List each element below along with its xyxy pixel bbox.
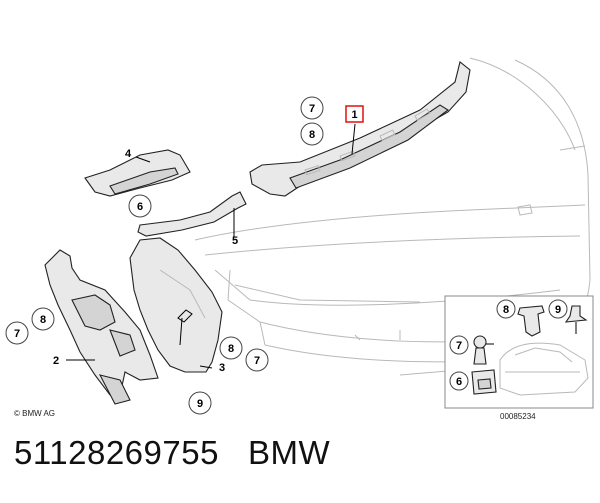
callout-3: 3 xyxy=(219,362,225,374)
svg-text:7: 7 xyxy=(309,103,315,115)
part-2-left-bracket xyxy=(44,249,159,405)
fastener-8-clip: 8 xyxy=(496,299,545,337)
inset-fasteners-box: 8 9 7 6 00085234 xyxy=(444,295,594,421)
svg-text:8: 8 xyxy=(228,343,234,355)
callout-2: 2 xyxy=(53,355,59,367)
callout-7-top: 7 xyxy=(300,96,324,120)
exploded-parts-diagram: 1 4 5 2 3 7 8 6 7 8 8 7 9 © BMW AG xyxy=(5,57,594,421)
brand-name: BMW xyxy=(247,434,331,471)
part-number: 51128269755 xyxy=(14,434,219,471)
part-3-side-shield xyxy=(129,237,223,373)
fastener-9-screw: 9 xyxy=(548,299,588,334)
callout-9-bottom: 9 xyxy=(188,391,212,415)
svg-text:1: 1 xyxy=(351,109,357,121)
callout-5: 5 xyxy=(232,235,238,247)
svg-text:9: 9 xyxy=(555,304,561,316)
callout-6-left: 6 xyxy=(128,194,152,218)
part-1-bumper-support xyxy=(249,61,471,197)
callout-8-left: 8 xyxy=(31,307,55,331)
callout-7-left: 7 xyxy=(5,321,29,345)
svg-text:7: 7 xyxy=(14,328,20,340)
svg-text:8: 8 xyxy=(40,314,46,326)
callout-8-middle: 8 xyxy=(219,336,243,360)
fastener-6-clip-nut: 6 xyxy=(449,369,497,395)
svg-text:6: 6 xyxy=(137,201,143,213)
svg-text:6: 6 xyxy=(456,376,462,388)
fastener-7-rivet: 7 xyxy=(449,335,494,365)
svg-text:8: 8 xyxy=(309,129,315,141)
callout-1: 1 xyxy=(345,105,364,123)
diagram-code: 00085234 xyxy=(500,412,536,421)
part-5-trim-strip xyxy=(137,191,247,237)
svg-text:9: 9 xyxy=(197,398,203,410)
svg-text:8: 8 xyxy=(503,304,509,316)
copyright-text: © BMW AG xyxy=(14,409,55,418)
svg-text:7: 7 xyxy=(456,340,462,352)
leader-lines xyxy=(66,123,356,369)
callout-8-top: 8 xyxy=(300,122,324,146)
callout-4: 4 xyxy=(125,148,132,160)
part-4-bracket xyxy=(84,149,191,197)
part-caption: 51128269755 BMW xyxy=(14,434,330,472)
callout-7-middle: 7 xyxy=(245,348,269,372)
svg-text:7: 7 xyxy=(254,355,260,367)
